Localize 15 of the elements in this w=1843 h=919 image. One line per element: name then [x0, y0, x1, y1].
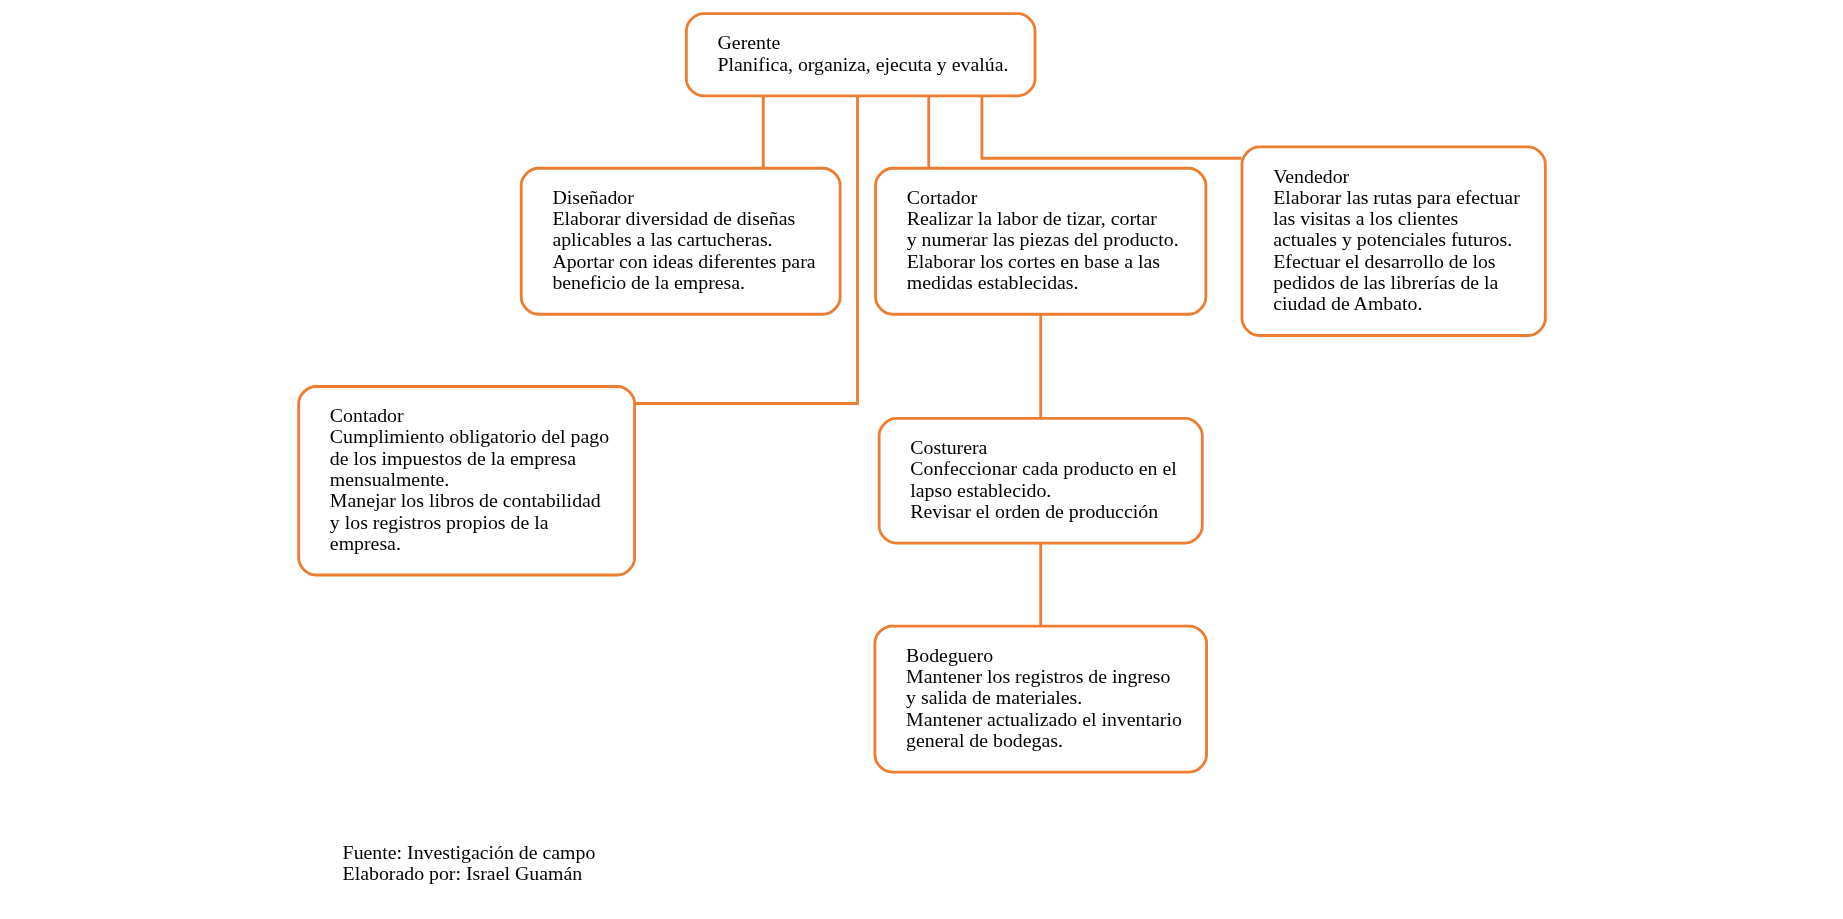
node-box: Contador Cumplimiento obligatorio del pago de los impuestos de la empresa mensualmente. Manejar los libros de contabilidad y los registros propios de la empresa. — [296, 385, 636, 577]
node-box: Diseñador Elaborar diversidad de diseñas aplicables a las cartucheras. Aportar con ideas diferentes para beneficio de la empresa. — [519, 166, 842, 316]
node-box: Bodeguero Mantener los registros de ingreso y salida de materiales. Mantener actualizado el inventario general de bodegas. — [872, 624, 1208, 774]
connector — [1038, 543, 1042, 626]
label: Fuente: Investigación de campo — [342, 840, 595, 863]
connector — [1038, 314, 1042, 419]
connector — [634, 96, 859, 405]
connector — [761, 96, 765, 169]
node-box: Vendedor Elaborar las rutas para efectuar las visitas a los clientes actuales y potenciales futuros. Efectuar el desarrollo de los pedidos de las librerías de la ciudad de Ambato. — [1240, 145, 1547, 337]
label: Elaborado por: Israel Guamán — [342, 862, 582, 885]
node-box: Cortador Realizar la labor de tizar, cortar y numerar las piezas del producto. Elaborar los cortes en base a las medidas establecidas. — [873, 166, 1207, 316]
node-box: Gerente Planifica, organiza, ejecuta y evalúa. — [684, 12, 1036, 98]
node-box: Costurera Confeccionar cada producto en el lapso establecido. Revisar el orden de producción — [877, 416, 1204, 545]
connector — [979, 96, 1241, 160]
connector — [926, 96, 930, 169]
